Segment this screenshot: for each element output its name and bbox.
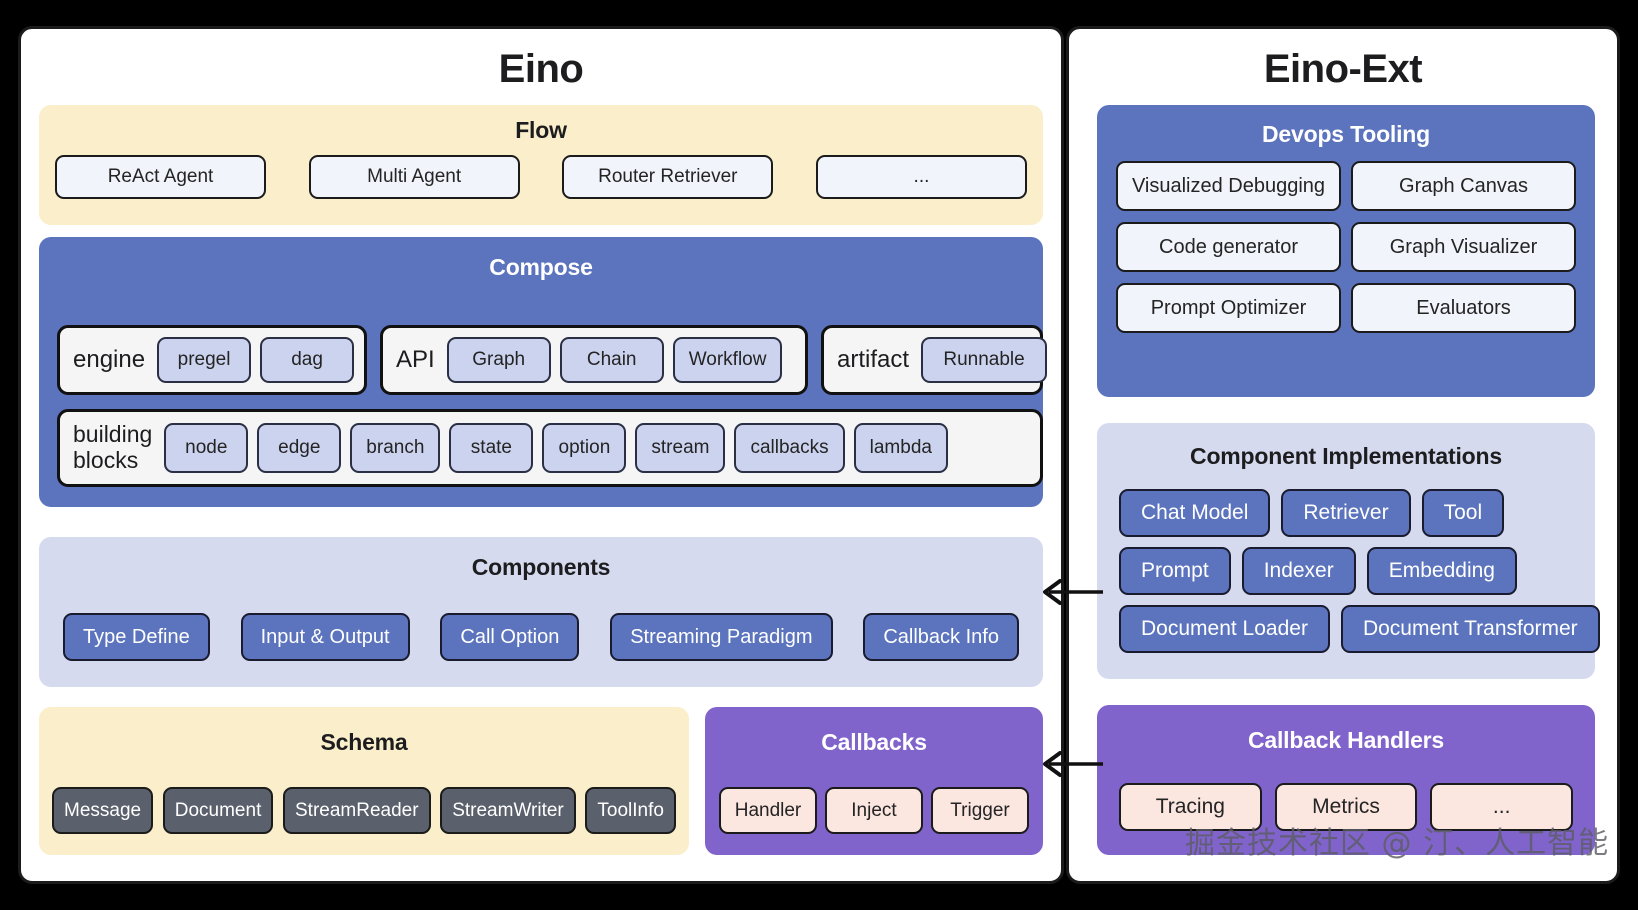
devops-tooling-section: Devops Tooling Visualized Debugging Grap…	[1097, 105, 1595, 397]
compose-group-engine-label: engine	[73, 345, 146, 373]
schema-items-row: Message Document StreamReader StreamWrit…	[52, 787, 676, 834]
building-block-edge[interactable]: edge	[257, 423, 342, 473]
compose-api-workflow[interactable]: Workflow	[672, 337, 783, 383]
impl-tool[interactable]: Tool	[1421, 489, 1505, 537]
devops-tooling-title: Devops Tooling	[1262, 121, 1430, 147]
schema-section-title: Schema	[320, 729, 408, 755]
callbacks-section: Callbacks Handler Inject Trigger	[705, 707, 1043, 855]
compose-engine-dag[interactable]: dag	[260, 337, 355, 383]
devops-prompt-optimizer[interactable]: Prompt Optimizer	[1116, 283, 1341, 333]
eino-panel-title: Eino	[498, 47, 584, 91]
compose-group-engine: engine pregel dag	[57, 325, 367, 395]
compose-group-building-blocks-label: building blocks	[73, 421, 153, 473]
callbacks-item-trigger[interactable]: Trigger	[931, 787, 1029, 834]
callback-handlers-row: Tracing Metrics ...	[1119, 783, 1574, 831]
schema-item-message[interactable]: Message	[52, 787, 154, 834]
compose-group-building-blocks: building blocks node edge branch state o…	[57, 409, 1043, 487]
component-implementations-section: Component Implementations Chat Model Ret…	[1097, 423, 1600, 679]
impl-document-transformer[interactable]: Document Transformer	[1340, 605, 1600, 653]
flow-item-multi-agent[interactable]: Multi Agent	[308, 155, 520, 199]
component-streaming-paradigm[interactable]: Streaming Paradigm	[610, 613, 833, 661]
compose-group-artifact: artifact Runnable	[821, 325, 1048, 395]
building-block-stream[interactable]: stream	[635, 423, 726, 473]
compose-api-chain[interactable]: Chain	[559, 337, 664, 383]
callbacks-item-handler[interactable]: Handler	[719, 787, 817, 834]
handler-more[interactable]: ...	[1430, 783, 1574, 831]
compose-section: Compose engine pregel dag API Graph Chai…	[39, 237, 1048, 507]
compose-engine-pregel[interactable]: pregel	[157, 337, 252, 383]
component-implementations-row: Prompt Indexer Embedding	[1119, 547, 1575, 595]
eino-panel: Eino Flow ReAct Agent Multi Agent Router…	[18, 26, 1064, 884]
compose-artifact-runnable[interactable]: Runnable	[921, 337, 1048, 383]
building-block-branch[interactable]: branch	[350, 423, 441, 473]
devops-evaluators[interactable]: Evaluators	[1351, 283, 1576, 333]
impl-indexer[interactable]: Indexer	[1241, 547, 1356, 595]
eino-ext-panel-title: Eino-Ext	[1263, 47, 1423, 91]
callbacks-items-row: Handler Inject Trigger	[719, 787, 1029, 834]
compose-group-api-label: API	[396, 345, 435, 373]
flow-item-router-retriever[interactable]: Router Retriever	[562, 155, 774, 199]
compose-group-api: API Graph Chain Workflow	[380, 325, 808, 395]
component-implementations-title: Component Implementations	[1190, 443, 1502, 469]
compose-api-graph[interactable]: Graph	[446, 337, 551, 383]
flow-section: Flow ReAct Agent Multi Agent Router Retr…	[39, 105, 1043, 225]
impl-embedding[interactable]: Embedding	[1366, 547, 1517, 595]
handler-tracing[interactable]: Tracing	[1119, 783, 1262, 831]
flow-item-react-agent[interactable]: ReAct Agent	[55, 155, 266, 199]
watermark-text: 掘金技术社区 @ 汀、人工智能	[1185, 826, 1610, 861]
eino-ext-panel: Eino-Ext Devops Tooling Visualized Debug…	[1066, 26, 1620, 884]
impl-prompt[interactable]: Prompt	[1119, 547, 1231, 595]
component-input-output[interactable]: Input & Output	[240, 613, 410, 661]
components-items-row: Type Define Input & Output Call Option S…	[63, 613, 1019, 661]
component-type-define[interactable]: Type Define	[63, 613, 210, 661]
flow-item-more[interactable]: ...	[815, 155, 1027, 199]
schema-item-toolinfo[interactable]: ToolInfo	[585, 787, 676, 834]
impl-retriever[interactable]: Retriever	[1281, 489, 1411, 537]
components-section: Components Type Define Input & Output Ca…	[39, 537, 1043, 687]
compose-group-artifact-label: artifact	[837, 345, 910, 373]
building-block-lambda[interactable]: lambda	[853, 423, 948, 473]
schema-item-streamwriter[interactable]: StreamWriter	[440, 787, 576, 834]
impl-chat-model[interactable]: Chat Model	[1119, 489, 1271, 537]
building-block-node[interactable]: node	[164, 423, 249, 473]
component-implementations-row: Chat Model Retriever Tool	[1119, 489, 1575, 537]
callback-handlers-section: Callback Handlers Tracing Metrics ...	[1097, 705, 1595, 855]
building-block-callbacks[interactable]: callbacks	[734, 423, 845, 473]
component-callback-info[interactable]: Callback Info	[863, 613, 1019, 661]
devops-tooling-grid: Visualized Debugging Graph Canvas Code g…	[1116, 161, 1576, 333]
devops-visualized-debugging[interactable]: Visualized Debugging	[1116, 161, 1341, 211]
impl-document-loader[interactable]: Document Loader	[1119, 605, 1330, 653]
building-block-option[interactable]: option	[542, 423, 627, 473]
compose-section-title: Compose	[489, 254, 593, 280]
schema-item-streamreader[interactable]: StreamReader	[283, 787, 431, 834]
building-block-state[interactable]: state	[449, 423, 534, 473]
schema-section: Schema Message Document StreamReader Str…	[39, 707, 689, 855]
callbacks-item-inject[interactable]: Inject	[825, 787, 923, 834]
flow-section-title: Flow	[515, 117, 567, 143]
devops-graph-visualizer[interactable]: Graph Visualizer	[1351, 222, 1576, 272]
component-implementations-row: Document Loader Document Transformer	[1119, 605, 1600, 653]
flow-items-row: ReAct Agent Multi Agent Router Retriever…	[55, 155, 1027, 199]
schema-item-document[interactable]: Document	[162, 787, 274, 834]
devops-code-generator[interactable]: Code generator	[1116, 222, 1341, 272]
component-call-option[interactable]: Call Option	[440, 613, 580, 661]
handler-metrics[interactable]: Metrics	[1274, 783, 1418, 831]
component-implementations-rows: Chat Model Retriever Tool Prompt Indexer…	[1119, 489, 1600, 653]
devops-graph-canvas[interactable]: Graph Canvas	[1351, 161, 1576, 211]
components-section-title: Components	[471, 554, 611, 580]
callbacks-section-title: Callbacks	[821, 729, 927, 755]
callback-handlers-title: Callback Handlers	[1247, 727, 1445, 753]
